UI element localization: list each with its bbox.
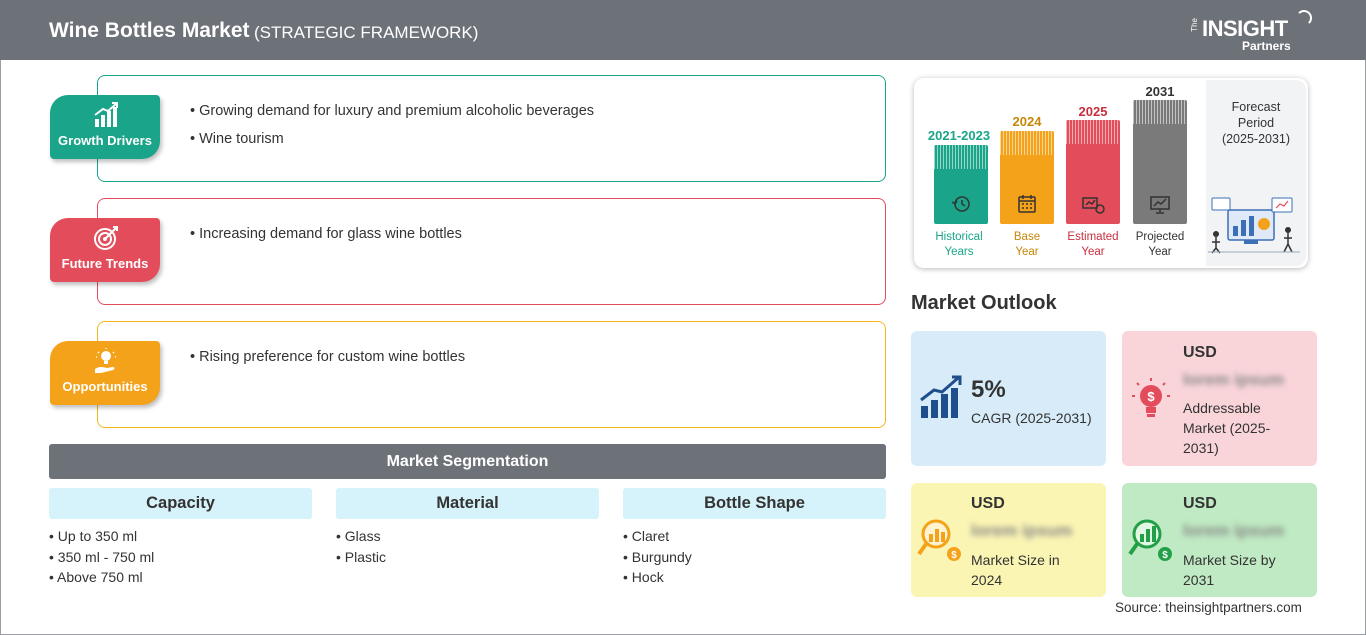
list-item: Wine tourism — [190, 125, 594, 153]
cagr-growth-icon — [920, 375, 962, 418]
growth-chart-icon — [94, 102, 118, 127]
cagr-value: 5% — [971, 376, 1006, 403]
list-item: Increasing demand for glass wine bottles — [190, 220, 462, 248]
magnifier-chart-icon: $ — [917, 519, 961, 561]
page-title: Wine Bottles Market — [49, 19, 250, 42]
size2031-value: lorem ipsum — [1183, 521, 1285, 540]
opportunities-label: Opportunities — [62, 379, 148, 394]
logo-the-text: The — [1190, 18, 1199, 32]
lightbulb-hand-icon — [95, 348, 116, 373]
svg-text:$: $ — [951, 550, 957, 561]
growth-drivers-badge: Growth Drivers — [50, 95, 160, 159]
addressable-value: lorem ipsum — [1183, 370, 1285, 389]
growth-drivers-label: Growth Drivers — [58, 133, 152, 148]
segment-header: Material — [336, 488, 599, 519]
insight-partners-logo[interactable]: The INSIGHT Partners — [1190, 10, 1312, 54]
opportunities-box: Rising preference for custom wine bottle… — [97, 321, 886, 428]
size2024-currency: USD — [971, 495, 1005, 512]
future-trends-badge: Future Trends — [50, 218, 160, 282]
segment-item: Hock — [623, 567, 886, 588]
size2031-label: Market Size by 2031 — [1183, 552, 1276, 588]
analytics-illustration-icon — [1208, 197, 1300, 254]
future-trends-label: Future Trends — [61, 256, 149, 271]
page-subtitle: (STRATEGIC FRAMEWORK) — [254, 23, 479, 42]
opportunities-badge: Opportunities — [50, 341, 160, 405]
segment-item: Burgundy — [623, 547, 886, 568]
segment-material: Material Glass Plastic — [336, 488, 599, 567]
list-item: Growing demand for luxury and premium al… — [190, 97, 594, 125]
year-base: 2024 — [1012, 114, 1042, 129]
magnifier-growth-icon: $ — [1128, 519, 1172, 561]
segment-item: Up to 350 ml — [49, 526, 312, 547]
year-projected: 2031 — [1145, 84, 1175, 99]
year-estimated: 2025 — [1078, 104, 1108, 119]
target-icon — [94, 226, 118, 250]
dollar-bulb-icon: $ — [1132, 378, 1170, 417]
calendar-icon — [1018, 195, 1036, 213]
opportunities-list: Rising preference for custom wine bottle… — [190, 343, 465, 371]
segment-item: Claret — [623, 526, 886, 547]
logo-partners-text: Partners — [1242, 39, 1291, 53]
market-outlook-title: Market Outlook — [911, 292, 1057, 314]
segment-capacity: Capacity Up to 350 ml 350 ml - 750 ml Ab… — [49, 488, 312, 588]
segmentation-title: Market Segmentation — [49, 444, 886, 479]
future-trends-box: Increasing demand for glass wine bottles — [97, 198, 886, 305]
addressable-currency: USD — [1183, 344, 1217, 361]
future-trends-list: Increasing demand for glass wine bottles — [190, 220, 462, 248]
logo-arc-icon — [1296, 10, 1312, 26]
svg-text:$: $ — [1162, 550, 1168, 561]
size2031-currency: USD — [1183, 495, 1217, 512]
bar-historical — [934, 145, 988, 224]
year-historical: 2021-2023 — [927, 128, 991, 143]
size2024-label: Market Size in 2024 — [971, 552, 1060, 588]
addressable-label: Addressable Market (2025-2031) — [1183, 400, 1271, 456]
bar-projected — [1133, 100, 1187, 224]
history-icon — [951, 196, 970, 212]
segment-item: Plastic — [336, 547, 599, 568]
segment-header: Bottle Shape — [623, 488, 886, 519]
logo-insight-text: INSIGHT — [1202, 16, 1288, 41]
svg-text:$: $ — [1147, 389, 1155, 404]
segment-header: Capacity — [49, 488, 312, 519]
estimate-icon — [1082, 197, 1105, 214]
projection-icon — [1150, 196, 1170, 214]
bar-estimated — [1066, 120, 1120, 224]
bar-base — [1000, 131, 1054, 224]
source-credit: Source: theinsightpartners.com — [1115, 600, 1302, 615]
header-bar: Wine Bottles Market (STRATEGIC FRAMEWORK… — [0, 0, 1366, 60]
list-item: Rising preference for custom wine bottle… — [190, 343, 465, 371]
segment-item: 350 ml - 750 ml — [49, 547, 312, 568]
cagr-label: CAGR (2025-2031) — [971, 410, 1092, 426]
segment-item: Above 750 ml — [49, 567, 312, 588]
growth-drivers-box: Growing demand for luxury and premium al… — [97, 75, 886, 182]
growth-drivers-list: Growing demand for luxury and premium al… — [190, 97, 594, 153]
segment-item: Glass — [336, 526, 599, 547]
segment-bottle-shape: Bottle Shape Claret Burgundy Hock — [623, 488, 886, 588]
size2024-value: lorem ipsum — [971, 521, 1073, 540]
